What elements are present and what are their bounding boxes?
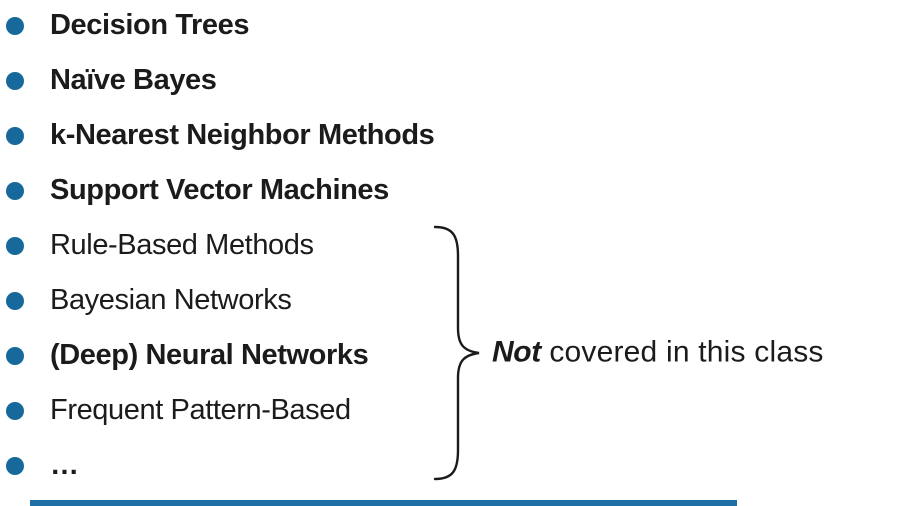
list-item-label: Rule-Based Methods — [50, 229, 314, 261]
bullet-icon — [6, 71, 24, 90]
list-item: Frequent Pattern-Based — [0, 383, 434, 438]
curly-brace-icon — [433, 225, 480, 481]
bullet-icon — [6, 16, 24, 35]
not-covered-emphasis: Not — [492, 335, 541, 369]
not-covered-text: covered in this class — [540, 335, 824, 369]
list-item-label: k-Nearest Neighbor Methods — [50, 119, 435, 151]
list-item: k-Nearest Neighbor Methods — [0, 108, 435, 163]
list-item: … — [0, 438, 434, 493]
list-item-label: … — [50, 449, 79, 481]
list-item-label: Frequent Pattern-Based — [50, 394, 351, 426]
list-item: (Deep) Neural Networks — [0, 328, 434, 383]
bullet-icon — [6, 456, 24, 475]
bullet-icon — [6, 401, 24, 420]
bullet-icon — [6, 346, 24, 365]
list-item: Rule-Based Methods — [0, 218, 434, 273]
list-item-label: Bayesian Networks — [50, 284, 292, 316]
bullet-icon — [6, 291, 24, 310]
bullet-icon — [6, 181, 24, 200]
bullet-icon — [6, 126, 24, 145]
list-item: Naïve Bayes — [0, 53, 434, 108]
list-item-label: Naïve Bayes — [50, 64, 217, 96]
not-covered-note: Not covered in this class — [492, 335, 824, 369]
bullet-icon — [6, 236, 24, 255]
list-item: Decision Trees — [0, 0, 434, 53]
list-item: Bayesian Networks — [0, 273, 434, 328]
list-item-label: (Deep) Neural Networks — [50, 339, 369, 371]
footer-divider-bar — [30, 500, 737, 506]
list-item: Support Vector Machines — [0, 163, 434, 218]
list-item-label: Support Vector Machines — [50, 174, 389, 206]
method-list: Decision Trees Naïve Bayes k-Nearest Nei… — [0, 0, 435, 493]
list-item-label: Decision Trees — [50, 9, 250, 41]
